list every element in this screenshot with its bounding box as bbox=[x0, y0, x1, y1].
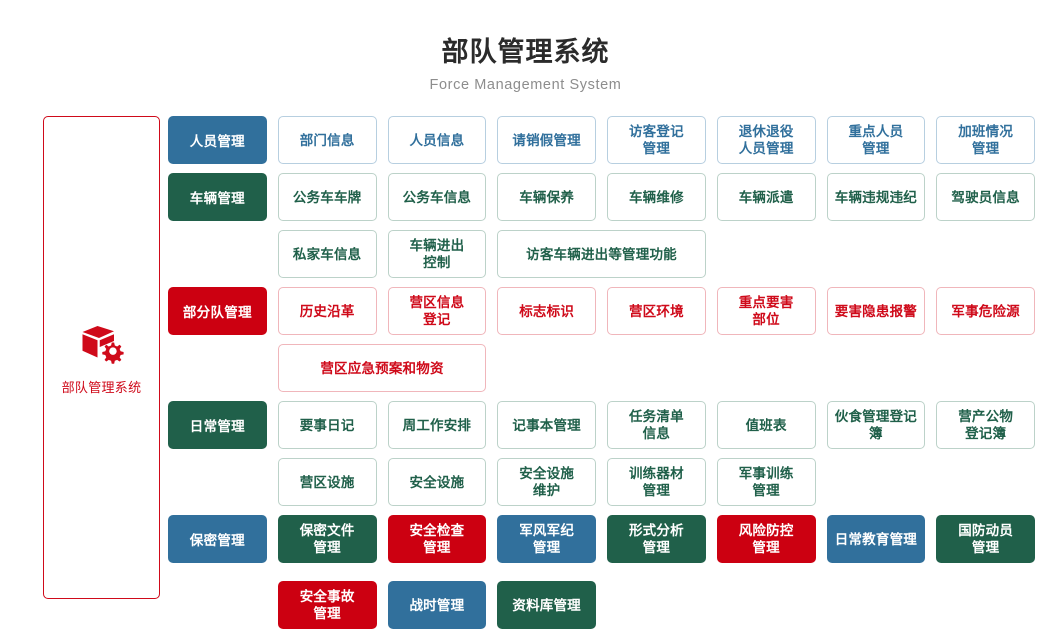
page-subtitle: Force Management System bbox=[429, 77, 622, 94]
module-item[interactable]: 营区设施 bbox=[277, 458, 377, 507]
module-item[interactable]: 车辆保养 bbox=[497, 173, 596, 222]
module-item[interactable]: 访客车辆进出等管理功能 bbox=[497, 230, 706, 279]
module-section: 保密管理保密文件 管理安全检查 管理军风军纪 管理形式分析 管理风险防控 管理日… bbox=[168, 515, 1035, 630]
cube-gear-icon bbox=[82, 325, 124, 364]
module-item[interactable]: 车辆进出 控制 bbox=[387, 230, 487, 279]
module-section: 部分队管理历史沿革营区信息 登记标志标识营区环境重点要害 部位要害隐患报警军事危… bbox=[168, 287, 1035, 393]
module-item[interactable]: 重点要害 部位 bbox=[716, 287, 816, 336]
module-item[interactable]: 访客登记 管理 bbox=[607, 116, 706, 165]
module-item[interactable]: 退休退役 人员管理 bbox=[716, 116, 816, 165]
module-grid: 人员管理部门信息人员信息请销假管理访客登记 管理退休退役 人员管理重点人员 管理… bbox=[168, 116, 1035, 630]
module-item[interactable]: 军事训练 管理 bbox=[716, 458, 816, 507]
module-item[interactable]: 公务车信息 bbox=[387, 173, 487, 222]
module-item[interactable]: 营区环境 bbox=[607, 287, 706, 336]
page-header: 部队管理系统 Force Management System bbox=[0, 0, 1051, 93]
category-tile[interactable]: 保密管理 bbox=[168, 515, 267, 564]
module-section: 车辆管理公务车车牌公务车信息车辆保养车辆维修车辆派遣车辆违规违纪驾驶员信息私家车… bbox=[168, 173, 1035, 279]
module-item[interactable]: 驾驶员信息 bbox=[936, 173, 1035, 222]
module-item[interactable]: 历史沿革 bbox=[277, 287, 377, 336]
module-item[interactable]: 战时管理 bbox=[387, 581, 487, 630]
module-item[interactable]: 车辆维修 bbox=[607, 173, 706, 222]
module-section: 日常管理要事日记周工作安排记事本管理任务清单 信息值班表伙食管理登记簿营产公物 … bbox=[168, 401, 1035, 507]
module-item[interactable]: 请销假管理 bbox=[497, 116, 596, 165]
module-item[interactable]: 营区信息 登记 bbox=[387, 287, 487, 336]
module-item[interactable]: 要事日记 bbox=[277, 401, 377, 450]
module-item[interactable]: 加班情况 管理 bbox=[936, 116, 1035, 165]
category-tile[interactable]: 车辆管理 bbox=[168, 173, 267, 222]
body-container: 部队管理系统 人员管理部门信息人员信息请销假管理访客登记 管理退休退役 人员管理… bbox=[0, 116, 1051, 630]
module-item[interactable]: 安全检查 管理 bbox=[387, 515, 487, 564]
page-title: 部队管理系统 bbox=[441, 37, 610, 67]
module-item[interactable]: 风险防控 管理 bbox=[716, 515, 816, 564]
module-item[interactable]: 形式分析 管理 bbox=[607, 515, 706, 564]
module-item[interactable]: 标志标识 bbox=[497, 287, 596, 336]
module-item[interactable]: 军事危险源 bbox=[936, 287, 1035, 336]
module-item[interactable]: 车辆派遣 bbox=[716, 173, 816, 222]
module-item[interactable]: 资料库管理 bbox=[497, 581, 596, 630]
category-tile[interactable]: 部分队管理 bbox=[168, 287, 267, 336]
module-item[interactable]: 营产公物 登记簿 bbox=[936, 401, 1035, 450]
module-item[interactable]: 车辆违规违纪 bbox=[826, 173, 926, 222]
module-item[interactable]: 日常教育管理 bbox=[826, 515, 926, 564]
module-item[interactable]: 公务车车牌 bbox=[277, 173, 377, 222]
module-item[interactable]: 周工作安排 bbox=[387, 401, 487, 450]
sidebar-system-card[interactable]: 部队管理系统 bbox=[43, 116, 160, 600]
module-item[interactable]: 部门信息 bbox=[277, 116, 377, 165]
module-item[interactable]: 安全设施 维护 bbox=[497, 458, 596, 507]
module-item[interactable]: 安全设施 bbox=[387, 458, 487, 507]
module-item[interactable]: 值班表 bbox=[716, 401, 816, 450]
module-item[interactable]: 国防动员 管理 bbox=[936, 515, 1035, 564]
module-item[interactable]: 任务清单 信息 bbox=[607, 401, 706, 450]
module-item[interactable]: 保密文件 管理 bbox=[277, 515, 377, 564]
module-section: 人员管理部门信息人员信息请销假管理访客登记 管理退休退役 人员管理重点人员 管理… bbox=[168, 116, 1035, 165]
module-item[interactable]: 私家车信息 bbox=[277, 230, 377, 279]
category-tile[interactable]: 日常管理 bbox=[168, 401, 267, 450]
module-item[interactable]: 重点人员 管理 bbox=[826, 116, 926, 165]
module-item[interactable]: 人员信息 bbox=[387, 116, 487, 165]
module-item[interactable]: 军风军纪 管理 bbox=[497, 515, 596, 564]
module-item[interactable]: 营区应急预案和物资 bbox=[277, 344, 487, 393]
module-item[interactable]: 记事本管理 bbox=[497, 401, 596, 450]
module-item[interactable]: 伙食管理登记簿 bbox=[826, 401, 926, 450]
module-item[interactable]: 安全事故 管理 bbox=[277, 581, 377, 630]
sidebar-system-label: 部队管理系统 bbox=[61, 379, 142, 395]
category-tile[interactable]: 人员管理 bbox=[168, 116, 267, 165]
module-item[interactable]: 训练器材 管理 bbox=[607, 458, 706, 507]
module-item[interactable]: 要害隐患报警 bbox=[826, 287, 926, 336]
